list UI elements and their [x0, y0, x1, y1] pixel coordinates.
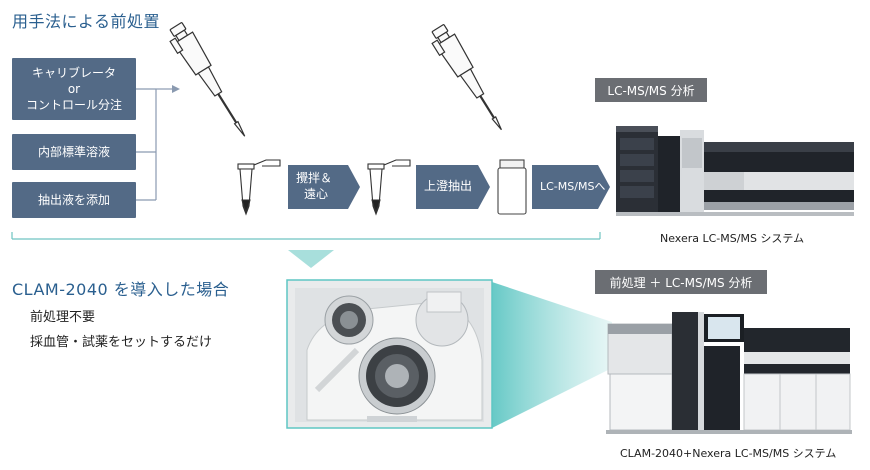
- nexera-caption: Nexera LC-MS/MS システム: [660, 232, 805, 245]
- bracket-arrow-head: [172, 85, 180, 93]
- benefit-no-pretreatment: 前処理不要: [30, 310, 96, 325]
- clam-nexera-caption: CLAM-2040+Nexera LC-MS/MS システム: [620, 447, 837, 460]
- step-calibrator-line1: キャリブレータ: [31, 65, 116, 80]
- step-calibrator-line2: or: [67, 81, 81, 96]
- step-extraction-box: 抽出液を添加: [12, 182, 136, 218]
- step-calibrator-line3: コントロール分注: [25, 98, 122, 113]
- bracket-underline: [11, 232, 601, 240]
- clam-nexera-instrument-image: [606, 312, 852, 434]
- step-stir-centrifuge-arrow: 攪拌＆ 遠心: [288, 165, 360, 209]
- tube-icon: [237, 159, 281, 216]
- nexera-instrument-image: [616, 126, 854, 216]
- conventional-title: 用手法による前処置: [12, 12, 161, 31]
- clam-topview-image: [286, 279, 493, 429]
- clam-title: CLAM-2040 を導入した場合: [12, 280, 230, 299]
- pipette-icon: [431, 24, 502, 131]
- tube-icon: [367, 159, 411, 216]
- stir-label-line1: 攪拌＆: [296, 171, 333, 186]
- down-triangle-icon: [288, 250, 334, 268]
- step-supernatant-arrow: 上澄抽出: [416, 165, 490, 209]
- bracket-connector: [136, 88, 172, 201]
- step-internal-standard-box: 内部標準溶液: [12, 134, 136, 170]
- pipette-icon: [169, 22, 246, 137]
- benefit-set-tubes-reagents: 採血管・試薬をセットするだけ: [30, 335, 213, 350]
- step-calibrator-box: キャリブレータ or コントロール分注: [12, 58, 136, 120]
- stir-label-line2: 遠心: [304, 187, 329, 201]
- clam-analysis-label: 前処理 ＋ LC-MS/MS 分析: [595, 270, 767, 294]
- step-to-lcms-arrow: LC-MS/MSへ: [532, 165, 610, 209]
- vial-icon: [497, 159, 527, 215]
- lcms-analysis-label: LC-MS/MS 分析: [595, 78, 707, 102]
